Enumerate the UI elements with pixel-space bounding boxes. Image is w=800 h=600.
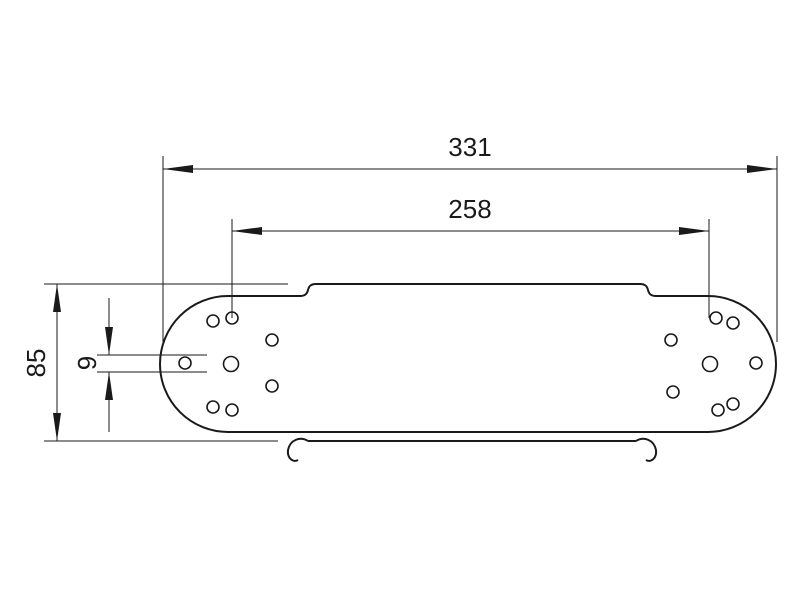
hole-left-4 xyxy=(178,356,192,370)
arrowhead-top xyxy=(105,327,113,355)
hole-right-5 xyxy=(749,356,763,370)
hole-right-7 xyxy=(726,397,740,411)
dimension-label-width: 85 xyxy=(21,349,51,378)
arrowhead-bottom xyxy=(105,372,113,400)
flange-right-hook xyxy=(635,437,658,462)
arrowhead-top xyxy=(53,284,61,312)
dimension-hole-offset: 9 xyxy=(72,298,207,432)
dimension-label-hole-offset: 9 xyxy=(72,356,102,370)
arrowhead-left xyxy=(163,165,193,173)
dimension-width: 85 xyxy=(21,283,288,442)
dimension-label-overall-length: 331 xyxy=(448,132,491,162)
arrowhead-left xyxy=(232,227,262,235)
hole-left-5 xyxy=(222,355,240,373)
hole-left-7 xyxy=(206,400,220,414)
plate-outline xyxy=(159,283,777,433)
hole-right-3 xyxy=(664,333,678,347)
hole-right-2 xyxy=(726,316,740,330)
dimension-label-hole-spacing: 258 xyxy=(448,194,491,224)
hole-left-3 xyxy=(265,333,279,347)
flange-left-hook xyxy=(286,437,309,462)
hole-left-8 xyxy=(225,403,239,417)
hole-left-1 xyxy=(206,314,220,328)
arrowhead-bottom xyxy=(53,413,61,441)
hole-left-6 xyxy=(265,379,279,393)
dimension-overall-length: 331 xyxy=(162,132,778,342)
arrowhead-right xyxy=(679,227,709,235)
dimension-hole-spacing: 258 xyxy=(231,194,710,318)
arrowhead-right xyxy=(747,165,777,173)
hole-right-1 xyxy=(709,311,723,325)
hole-right-8 xyxy=(711,403,725,417)
hole-right-4 xyxy=(701,355,719,373)
hole-right-6 xyxy=(666,385,680,399)
